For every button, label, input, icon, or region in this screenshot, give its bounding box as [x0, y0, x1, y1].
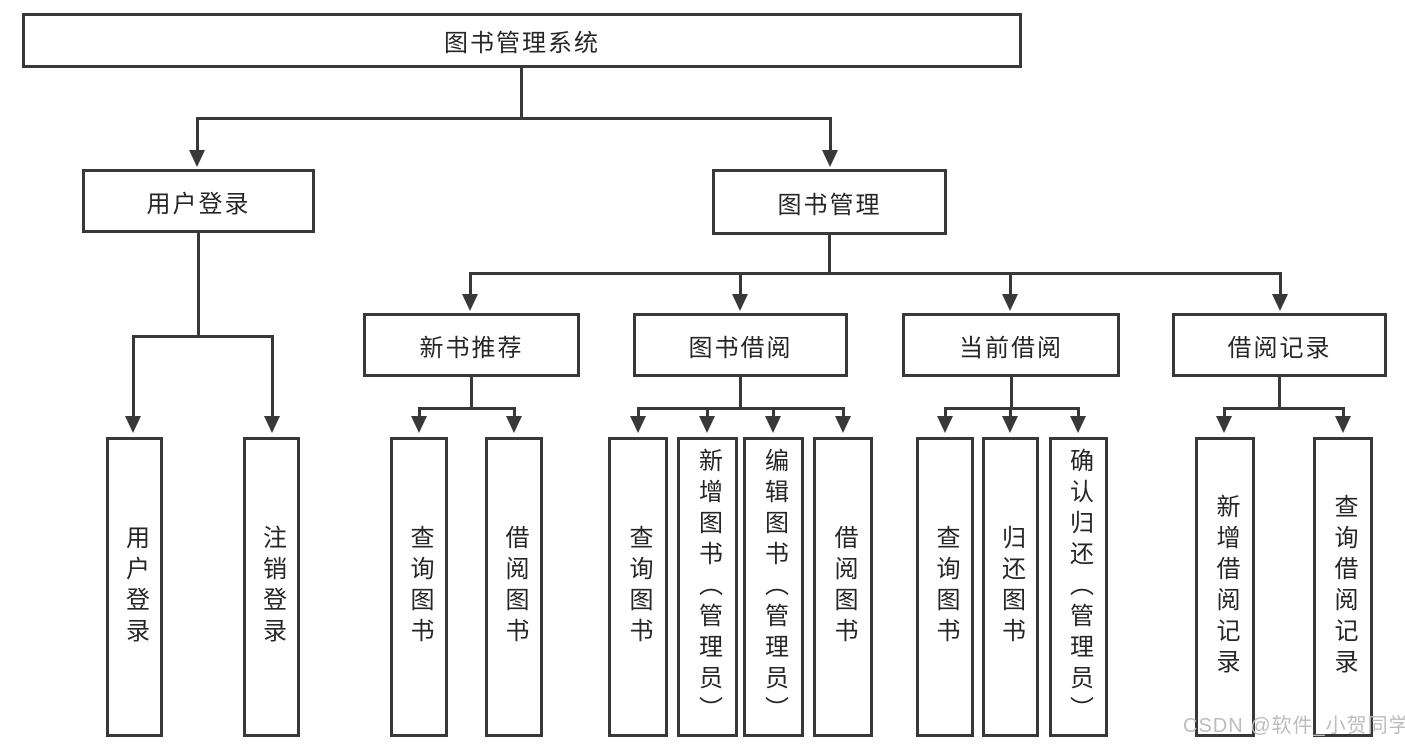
node-book-management-label: 图书管理 [777, 191, 882, 219]
leaf-add-book-admin: 新增图书（管理员） [677, 437, 738, 737]
node-new-book-recommend-label: 新书推荐 [419, 334, 524, 362]
connector-drop [842, 407, 845, 418]
connector-drop-leaf-logout [271, 335, 274, 418]
leaf-query-books-recommend: 查询图书 [390, 437, 448, 737]
connector-drop-leaf-login [132, 335, 135, 418]
connector-borrow-stem [739, 375, 742, 410]
arrow-down-icon [1272, 294, 1288, 311]
arrow-down-icon [1216, 416, 1232, 433]
leaf-edit-book-admin-label: 编辑图书（管理员） [760, 447, 788, 727]
arrow-down-icon [1002, 294, 1018, 311]
arrow-down-icon [411, 416, 427, 433]
connector-recommend-stem [470, 375, 473, 410]
leaf-borrow-books-borrow: 借阅图书 [813, 437, 873, 737]
node-current-borrow-label: 当前借阅 [959, 334, 1063, 362]
node-current-borrow: 当前借阅 [902, 313, 1120, 377]
connector-drop [637, 407, 640, 418]
connector-drop-book-mgmt [829, 117, 832, 152]
node-borrow-records-label: 借阅记录 [1227, 334, 1332, 362]
arrow-down-icon [732, 294, 748, 311]
arrow-down-icon [822, 150, 838, 167]
leaf-confirm-return-admin: 确认归还（管理员） [1049, 437, 1108, 737]
leaf-logout-label: 注销登录 [258, 525, 286, 649]
leaf-query-books-borrow-label: 查询图书 [625, 525, 652, 649]
connector-drop [772, 407, 775, 418]
leaf-user-login: 用户登录 [106, 437, 163, 737]
arrow-down-icon [1002, 416, 1018, 433]
connector-records-stem [1278, 377, 1281, 410]
leaf-add-borrow-record-label: 新增借阅记录 [1212, 494, 1239, 680]
connector-drop [513, 407, 516, 418]
arrow-down-icon [1070, 416, 1086, 433]
connector-root-stem [520, 68, 523, 120]
leaf-add-borrow-record: 新增借阅记录 [1195, 437, 1255, 737]
leaf-query-books-borrow: 查询图书 [608, 437, 668, 737]
node-new-book-recommend: 新书推荐 [363, 313, 580, 377]
node-library-system-label: 图书管理系统 [444, 30, 600, 57]
connector-drop [706, 407, 709, 418]
leaf-edit-book-admin: 编辑图书（管理员） [743, 437, 804, 737]
leaf-query-borrow-record: 查询借阅记录 [1313, 437, 1373, 737]
leaf-query-books-current: 查询图书 [916, 437, 974, 737]
connector-drop [1342, 407, 1345, 418]
connector-drop [944, 407, 947, 418]
node-book-borrow-label: 图书借阅 [688, 334, 793, 362]
arrow-down-icon [264, 416, 280, 433]
connector-drop [1009, 407, 1012, 418]
connector-mgmt-stem [828, 235, 831, 275]
leaf-query-borrow-record-label: 查询借阅记录 [1330, 494, 1357, 680]
leaf-return-book-label: 归还图书 [997, 525, 1025, 649]
connector-drop-current [1009, 272, 1012, 294]
arrow-down-icon [506, 416, 522, 433]
connector-drop-records [1279, 272, 1282, 294]
leaf-add-book-admin-label: 新增图书（管理员） [694, 447, 722, 727]
leaf-query-books-recommend-label: 查询图书 [406, 525, 433, 649]
connector-current-stem [1010, 377, 1013, 410]
leaf-return-book: 归还图书 [982, 437, 1039, 737]
connector-drop-user-login [196, 117, 199, 152]
csdn-watermark: CSDN @软件_小贺同学 [1183, 715, 1405, 737]
connector-drop [1077, 407, 1080, 418]
leaf-borrow-books-borrow-label: 借阅图书 [830, 525, 857, 649]
node-library-system: 图书管理系统 [22, 13, 1022, 68]
arrow-down-icon [125, 416, 141, 433]
node-borrow-records: 借阅记录 [1172, 313, 1387, 377]
connector-mgmt-split [469, 272, 1281, 275]
connector-login-split [132, 335, 274, 338]
leaf-query-books-current-label: 查询图书 [932, 525, 959, 649]
connector-borrow-split [637, 407, 845, 410]
leaf-logout: 注销登录 [243, 437, 300, 737]
connector-records-split [1223, 407, 1344, 410]
arrow-down-icon [462, 294, 478, 311]
arrow-down-icon [699, 416, 715, 433]
connector-drop-recommend [469, 272, 472, 294]
connector-root-split [196, 117, 832, 120]
node-book-borrow: 图书借阅 [633, 313, 848, 377]
arrow-down-icon [937, 416, 953, 433]
connector-recommend-split [418, 407, 516, 410]
arrow-down-icon [630, 416, 646, 433]
connector-drop [418, 407, 421, 418]
leaf-borrow-books-recommend: 借阅图书 [485, 437, 543, 737]
connector-login-stem [197, 233, 200, 337]
leaf-user-login-label: 用户登录 [121, 525, 149, 649]
arrow-down-icon [835, 416, 851, 433]
node-book-management: 图书管理 [712, 169, 947, 235]
arrow-down-icon [765, 416, 781, 433]
leaf-borrow-books-recommend-label: 借阅图书 [501, 525, 528, 649]
node-user-login-group-label: 用户登录 [146, 190, 251, 218]
arrow-down-icon [1335, 416, 1351, 433]
leaf-confirm-return-admin-label: 确认归还（管理员） [1065, 447, 1093, 727]
connector-drop-borrow [739, 272, 742, 294]
node-user-login-group: 用户登录 [82, 169, 315, 233]
connector-drop [1223, 407, 1226, 418]
connector-current-split [944, 407, 1080, 410]
arrow-down-icon [189, 150, 205, 167]
